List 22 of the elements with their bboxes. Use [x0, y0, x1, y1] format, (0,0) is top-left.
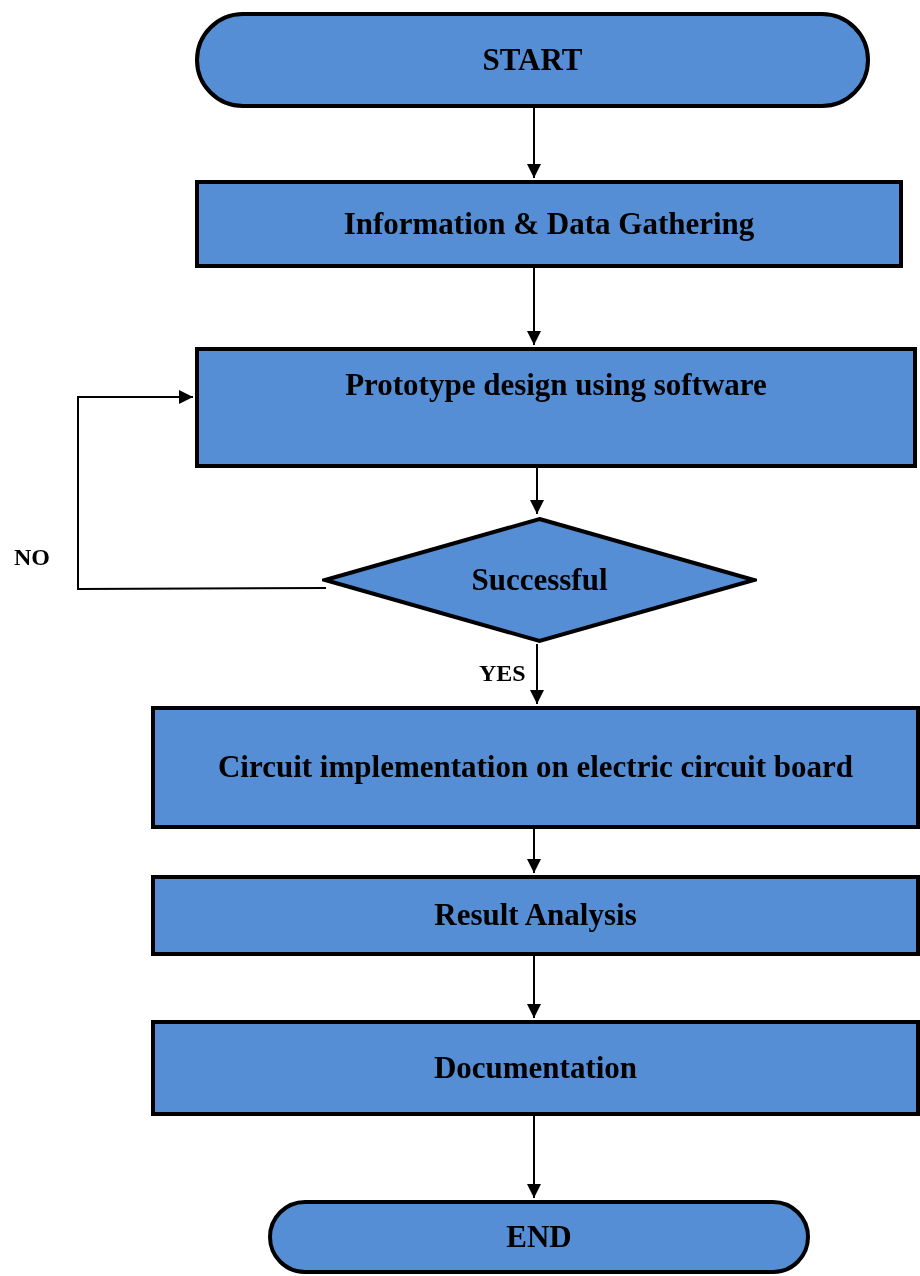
- process-box: [151, 875, 920, 956]
- process-box: [151, 1020, 920, 1116]
- node-label: Circuit implementation on electric circuit board: [217, 748, 854, 787]
- process-box: [195, 347, 917, 468]
- node-label: Result Analysis: [434, 896, 637, 935]
- arrow: [527, 107, 541, 179]
- arrow: [527, 267, 541, 346]
- process-box: [195, 180, 903, 268]
- arrow: [530, 467, 544, 515]
- node-label: START: [482, 40, 583, 79]
- decision-diamond: [322, 516, 757, 644]
- arrow: [530, 643, 544, 705]
- node-label: Information & Data Gathering: [343, 204, 755, 243]
- arrow: [77, 390, 327, 590]
- node-label: Prototype design using software: [345, 366, 767, 404]
- node-label: Documentation: [433, 1048, 638, 1087]
- arrow: [527, 955, 541, 1019]
- node-label: Successful: [471, 560, 608, 599]
- process-box: [151, 706, 920, 829]
- arrow: [527, 1115, 541, 1199]
- arrow: [527, 828, 541, 874]
- node-label: END: [506, 1217, 572, 1256]
